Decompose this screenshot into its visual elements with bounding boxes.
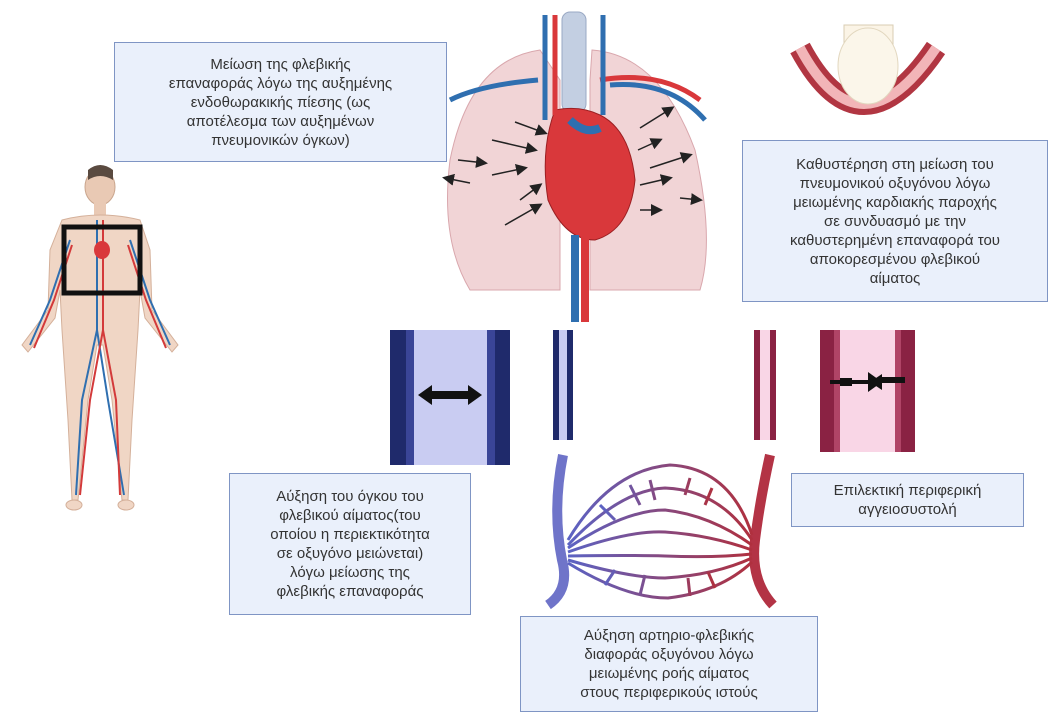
dilated-vein (390, 330, 510, 465)
label-venous-return-reduction: Μείωση της φλεβικής επαναφοράς λόγω της … (114, 42, 447, 162)
capillary-bed (548, 455, 773, 605)
label-venous-volume-increase: Αύξηση του όγκου του φλεβικού αίματος(το… (229, 473, 471, 615)
constricted-artery (820, 330, 915, 452)
label-venous-return-text: Μείωση της φλεβικής επαναφοράς λόγω της … (169, 55, 392, 150)
lungs-heart-illustration (445, 12, 706, 322)
label-av-difference: Αύξηση αρτηριο-φλεβικής διαφοράς οξυγόνο… (520, 616, 818, 712)
alveolus-illustration (800, 25, 936, 104)
label-oxygen-delay: Καθυστέρηση στη μείωση του πνευμονικού ο… (742, 140, 1048, 302)
label-vasoconstriction: Επιλεκτική περιφερική αγγειοσυστολή (791, 473, 1024, 527)
human-body-figure (22, 165, 178, 510)
label-vasoconstriction-text: Επιλεκτική περιφερική αγγειοσυστολή (834, 481, 982, 519)
label-oxygen-delay-text: Καθυστέρηση στη μείωση του πνευμονικού ο… (790, 155, 1000, 288)
narrow-vein (553, 330, 573, 440)
label-av-difference-text: Αύξηση αρτηριο-φλεβικής διαφοράς οξυγόνο… (580, 626, 757, 702)
narrow-artery (754, 330, 776, 440)
label-venous-volume-text: Αύξηση του όγκου του φλεβικού αίματος(το… (270, 487, 430, 601)
